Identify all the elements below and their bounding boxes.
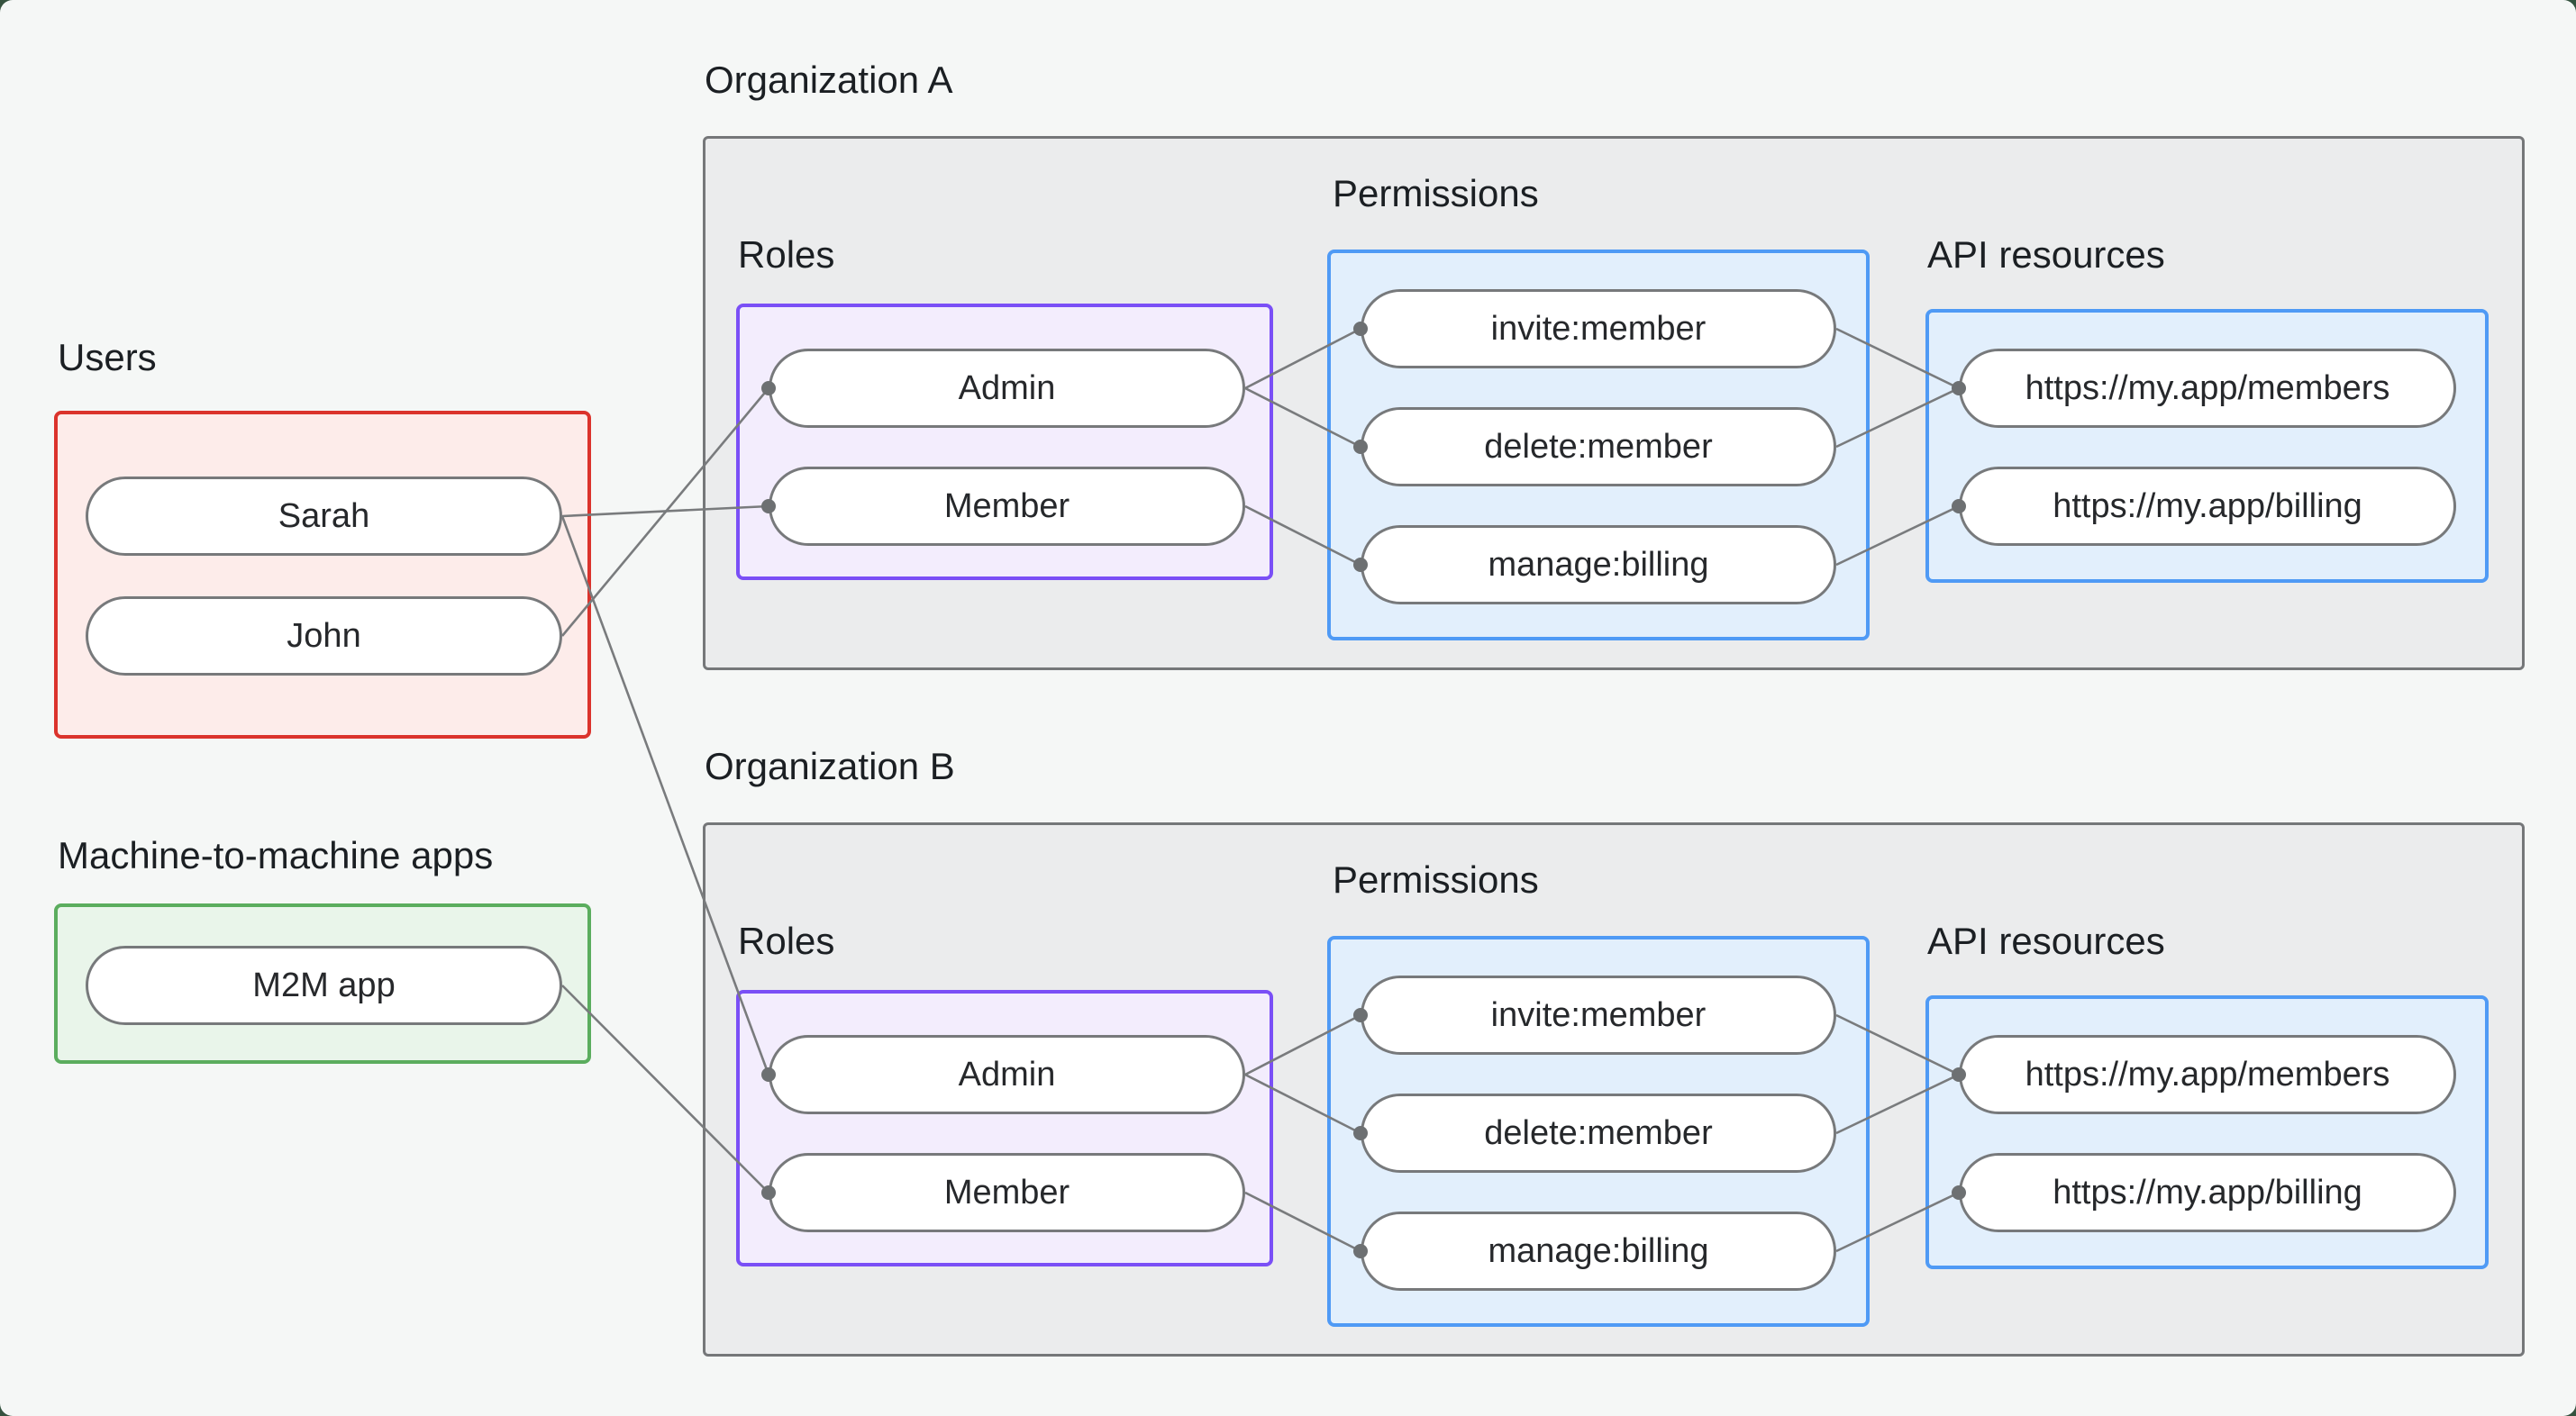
node-m2m-app: M2M app <box>86 946 562 1025</box>
node-org-a-role-admin: Admin <box>769 349 1245 428</box>
node-user-john: John <box>86 596 562 676</box>
node-org-b-perm-invite-member: invite:member <box>1361 976 1836 1055</box>
node-org-a-api-billing: https://my.app/billing <box>1959 467 2456 546</box>
org-a-roles-label: Roles <box>738 233 835 276</box>
org-a-permissions-label: Permissions <box>1333 172 1539 214</box>
node-org-a-api-members: https://my.app/members <box>1959 349 2456 428</box>
users-group-box <box>54 411 591 739</box>
org-a-label: Organization A <box>705 59 953 101</box>
node-org-b-perm-delete-member: delete:member <box>1361 1094 1836 1173</box>
org-b-label: Organization B <box>705 745 955 787</box>
org-b-roles-label: Roles <box>738 920 835 962</box>
node-org-a-perm-manage-billing: manage:billing <box>1361 525 1836 604</box>
node-org-b-api-members: https://my.app/members <box>1959 1035 2456 1114</box>
org-b-api-resources-label: API resources <box>1927 920 2165 962</box>
node-org-b-role-member: Member <box>769 1153 1245 1232</box>
node-org-b-role-admin: Admin <box>769 1035 1245 1114</box>
org-b-permissions-label: Permissions <box>1333 858 1539 901</box>
node-org-b-perm-manage-billing: manage:billing <box>1361 1212 1836 1291</box>
node-org-a-perm-invite-member: invite:member <box>1361 289 1836 368</box>
node-org-a-role-member: Member <box>769 467 1245 546</box>
node-org-b-api-billing: https://my.app/billing <box>1959 1153 2456 1232</box>
m2m-group-label: Machine-to-machine apps <box>58 834 494 876</box>
users-group-label: Users <box>58 336 157 378</box>
org-a-api-resources-label: API resources <box>1927 233 2165 276</box>
node-user-sarah: Sarah <box>86 477 562 556</box>
node-org-a-perm-delete-member: delete:member <box>1361 407 1836 486</box>
